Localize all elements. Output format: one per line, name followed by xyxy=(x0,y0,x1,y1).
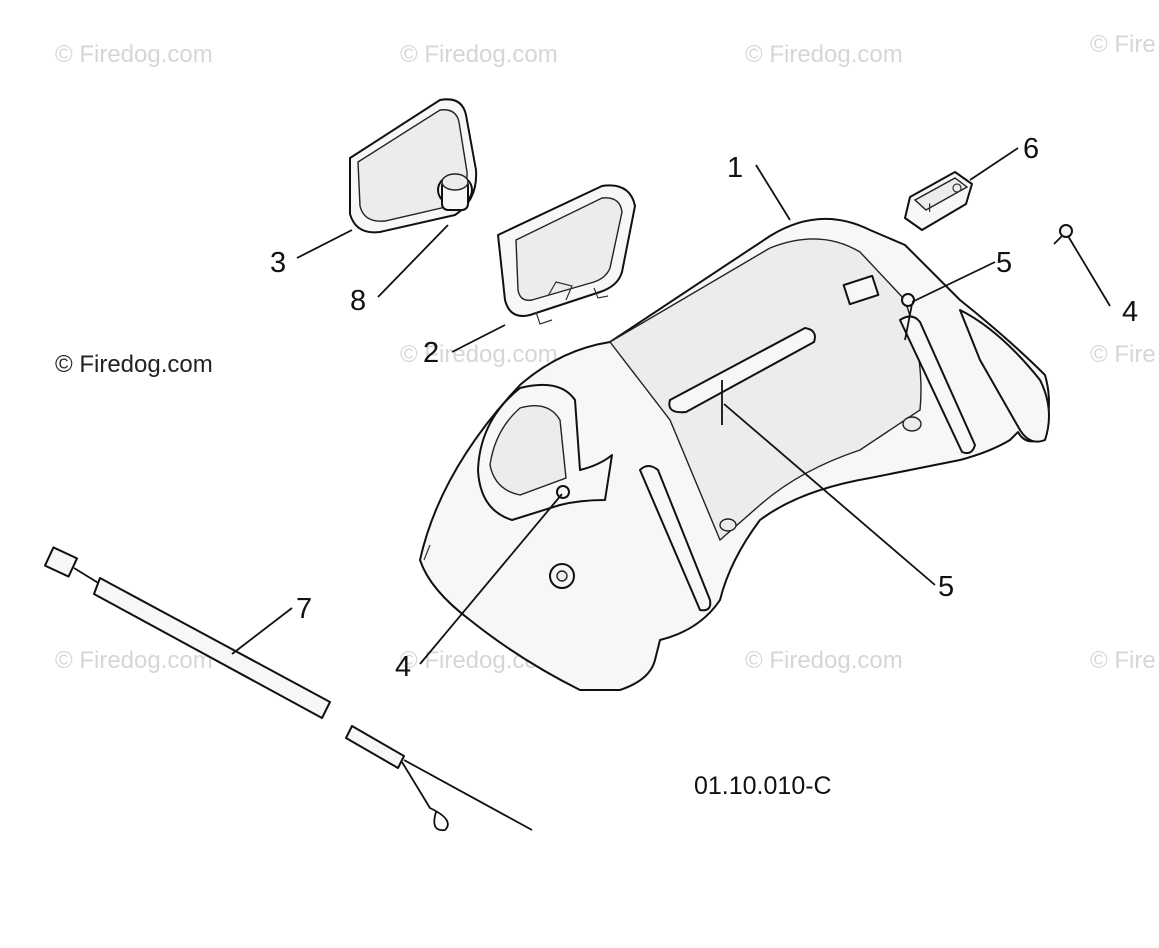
watermark: © Firedog.com xyxy=(400,41,558,68)
screw-part xyxy=(1053,224,1073,245)
callout-number: 8 xyxy=(350,285,366,317)
headlight-housing-part xyxy=(349,98,478,234)
callout-number: 4 xyxy=(1122,296,1138,328)
watermark: © Fire xyxy=(1090,647,1156,674)
copyright-notice: © Firedog.com xyxy=(55,351,213,378)
leader-line xyxy=(1067,235,1111,307)
leader-line xyxy=(451,324,506,353)
leader-line xyxy=(969,147,1019,181)
center-slot xyxy=(668,327,816,414)
leader-line xyxy=(377,224,449,298)
leader-line xyxy=(755,164,791,221)
callout-number: 4 xyxy=(395,651,411,683)
leader-line xyxy=(911,261,996,303)
screw-part xyxy=(901,293,915,307)
wire-harness-part xyxy=(43,546,533,832)
leader-line xyxy=(296,229,353,259)
watermark: © Firedog.com xyxy=(400,341,558,368)
switch-cutout xyxy=(842,274,880,306)
callout-number: 6 xyxy=(1023,133,1039,165)
callout-number: 5 xyxy=(938,571,954,603)
watermark: © Fire xyxy=(1090,341,1156,368)
switch-marking: I xyxy=(928,201,931,215)
leader-line xyxy=(231,607,293,655)
callout-number: 5 xyxy=(996,247,1012,279)
callout-number: 7 xyxy=(296,593,312,625)
diagram-code: 01.10.010-C xyxy=(694,772,832,800)
callout-labels: 1 2 3 4 4 5 5 6 7 8 xyxy=(270,133,1138,683)
watermark: © Firedog.com xyxy=(745,647,903,674)
switch-part: I xyxy=(904,171,973,231)
headlight-frame-part xyxy=(497,184,636,325)
leader-lines xyxy=(231,147,1111,665)
watermark: © Firedog.com xyxy=(55,41,213,68)
hood-cover-part xyxy=(419,217,1050,691)
callout-number: 1 xyxy=(727,152,743,184)
callout-number: 3 xyxy=(270,247,286,279)
watermark: © Fire xyxy=(1090,31,1156,58)
callout-number: 2 xyxy=(423,337,439,369)
leader-line xyxy=(419,493,563,665)
leader-line xyxy=(723,403,936,586)
watermark-layer: © Firedog.com © Firedog.com © Firedog.co… xyxy=(55,31,1156,674)
right-slot xyxy=(899,315,976,455)
screw-part xyxy=(556,485,570,499)
watermark: © Firedog.com xyxy=(55,647,213,674)
screw-shaft xyxy=(904,303,913,341)
watermark: © Firedog.com xyxy=(745,41,903,68)
left-slot xyxy=(639,465,712,612)
